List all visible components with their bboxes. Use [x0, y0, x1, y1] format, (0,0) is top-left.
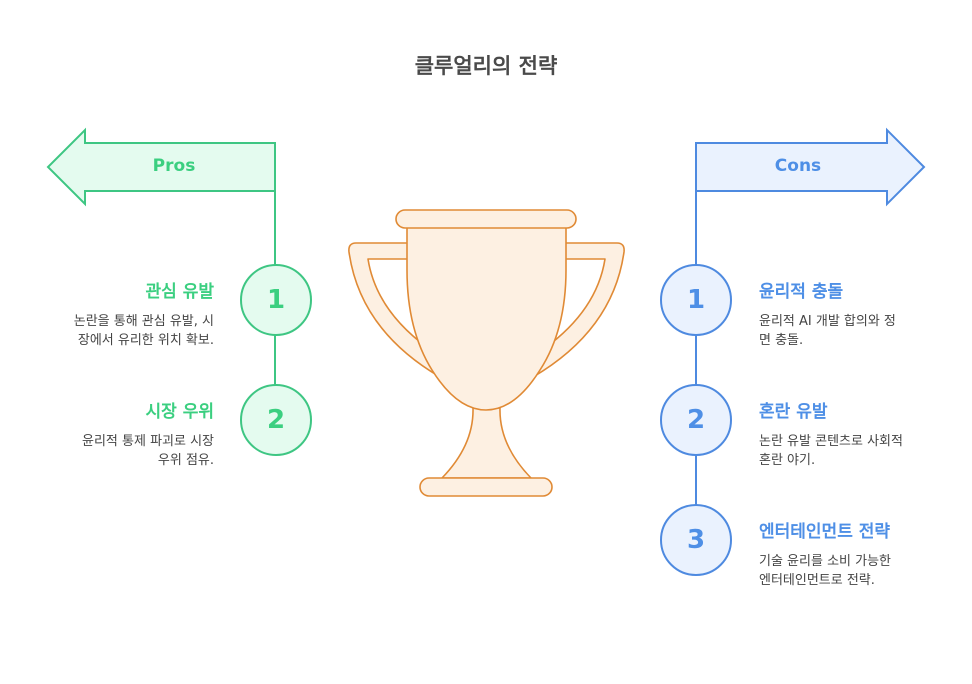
cons-item-description: 기술 윤리를 소비 가능한 엔터테인먼트로 전략. — [759, 554, 891, 588]
trophy-icon — [348, 209, 625, 497]
cons-item-description: 윤리적 AI 개발 합의와 정 면 충돌. — [759, 314, 896, 348]
cons-step-number-3: 3 — [686, 525, 706, 555]
cons-step-circle-2 — [660, 384, 732, 456]
pros-item-heading: 관심 유발 — [145, 282, 214, 302]
pros-step-circle-1 — [240, 264, 312, 336]
cons-step-circle-3 — [660, 504, 732, 576]
cons-item-heading: 윤리적 충돌 — [759, 282, 844, 302]
cons-item-heading: 엔터테인먼트 전략 — [759, 522, 891, 542]
cons-step-number-2: 2 — [686, 405, 706, 435]
page-title: 클루얼리의 전략 — [414, 54, 558, 78]
cons-label: Cons — [774, 156, 822, 176]
cons-step-number-1: 1 — [686, 285, 706, 315]
cons-item-heading: 혼란 유발 — [759, 402, 828, 422]
cons-arrow-shape — [695, 127, 926, 207]
pros-item-heading: 시장 우위 — [145, 402, 214, 422]
pros-item-description: 논란을 통해 관심 유발, 시 장에서 유리한 위치 확보. — [73, 314, 214, 348]
pros-arrow-shape — [46, 127, 276, 207]
cons-step-circle-1 — [660, 264, 732, 336]
pros-label: Pros — [152, 156, 196, 176]
pros-step-number-2: 2 — [266, 405, 286, 435]
pros-item-description: 윤리적 통제 파괴로 시장 우위 점유. — [82, 434, 214, 468]
pros-step-circle-2 — [240, 384, 312, 456]
pros-step-number-1: 1 — [266, 285, 286, 315]
cons-item-description: 논란 유발 콘텐츠로 사회적 혼란 야기. — [759, 434, 903, 468]
